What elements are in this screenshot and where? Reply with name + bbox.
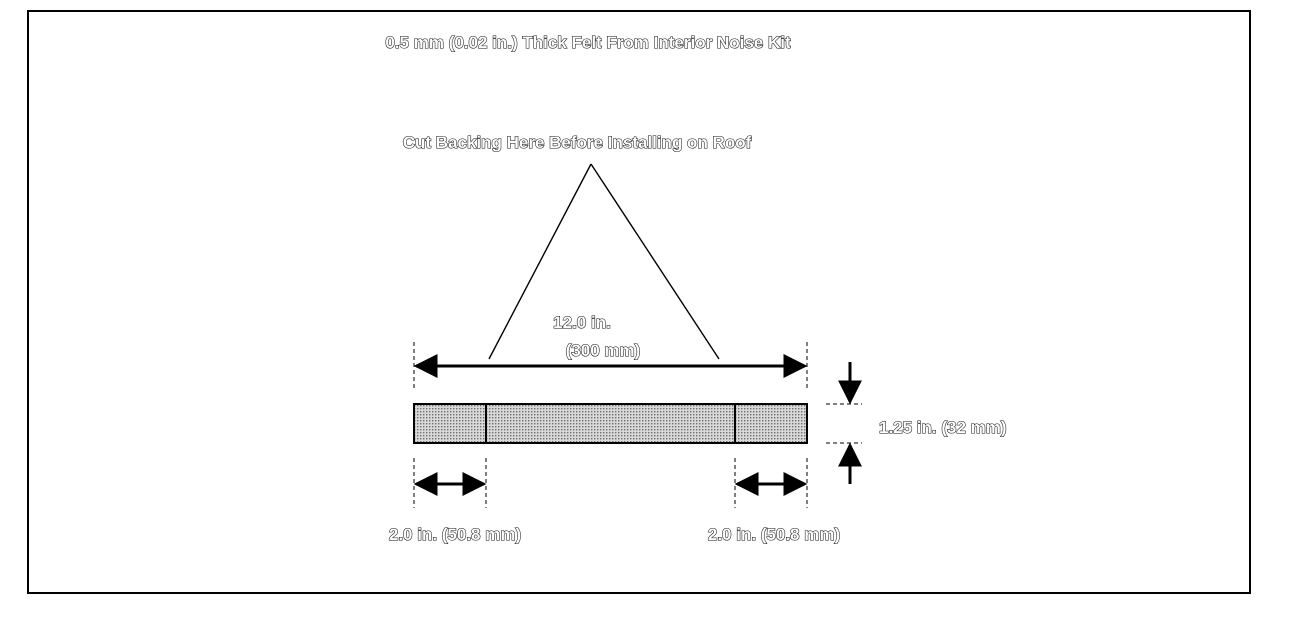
width-dimension xyxy=(826,362,862,484)
diagram-title: 0.5 mm (0.02 in.) Thick Felt From Interi… xyxy=(385,33,791,52)
left-segment-label: 2.0 in. (50.8 mm) xyxy=(389,525,521,544)
cut-callout-leaders xyxy=(488,163,720,360)
right-segment-label: 2.0 in. (50.8 mm) xyxy=(708,525,840,544)
overall-length-label: 12.0 in. xyxy=(553,313,611,332)
diagram-frame xyxy=(27,10,1251,594)
right-segment-dimension xyxy=(734,458,808,508)
cut-callout-label: Cut Backing Here Before Installing on Ro… xyxy=(403,133,752,152)
felt-strip xyxy=(413,403,808,444)
width-label: 1.25 in. (32 mm) xyxy=(879,418,1007,437)
overall-length-mm-label: (300 mm) xyxy=(566,341,641,360)
left-segment-dimension xyxy=(413,458,487,508)
